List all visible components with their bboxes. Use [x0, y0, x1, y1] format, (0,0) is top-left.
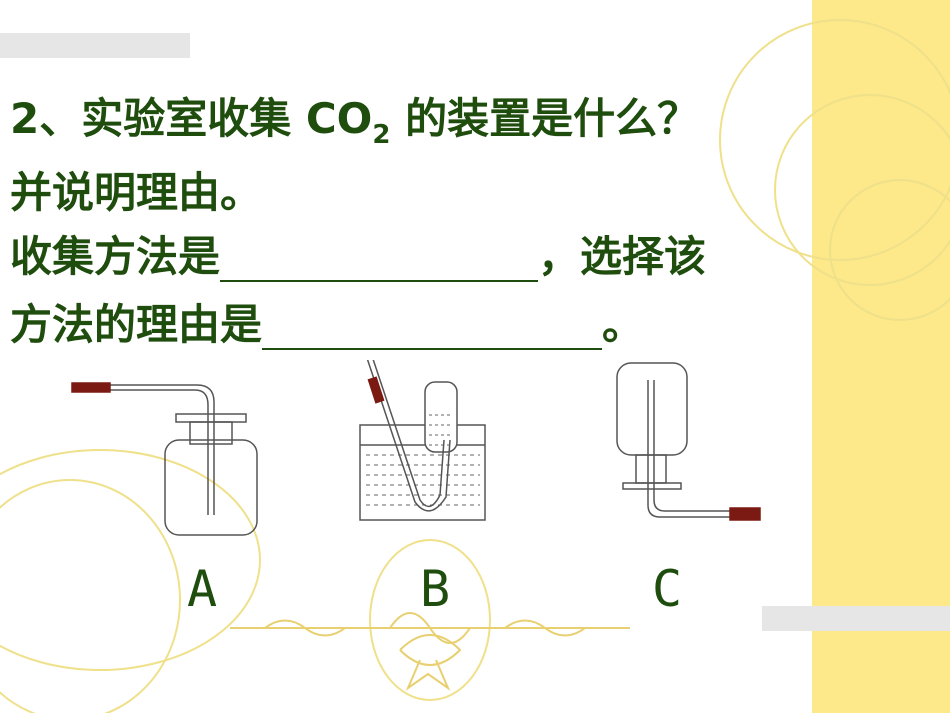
apparatus-figure: [71, 360, 761, 536]
apparatus-c: [616, 362, 761, 521]
question-title: 2、实验室收集 CO: [10, 94, 373, 143]
method-prompt-suffix: ，选择该: [538, 232, 707, 281]
label-b: B: [420, 560, 451, 618]
apparatus-a: [71, 382, 258, 536]
co2-subscript: 2: [372, 120, 391, 150]
label-c: C: [652, 560, 683, 618]
question-line-2: 并说明理由。: [10, 168, 263, 217]
method-prompt: 收集方法是: [10, 232, 221, 281]
reason-answer-blank[interactable]: [262, 308, 603, 350]
label-a: A: [187, 560, 218, 618]
question-line-4: 方法的理由是 。: [10, 300, 644, 350]
question-title-suffix: 的装置是什么？: [390, 94, 700, 143]
apparatus-b: [359, 360, 486, 521]
question-line-3: 收集方法是 ，选择该: [10, 232, 706, 282]
question-line-1: 2、实验室收集 CO2 的装置是什么？: [10, 94, 699, 160]
reason-prompt: 方法的理由是: [10, 300, 263, 349]
decor-bar-bottom: [762, 606, 950, 631]
reason-prompt-suffix: 。: [602, 300, 645, 349]
method-answer-blank[interactable]: [220, 240, 539, 282]
decor-bar-top: [0, 33, 190, 58]
